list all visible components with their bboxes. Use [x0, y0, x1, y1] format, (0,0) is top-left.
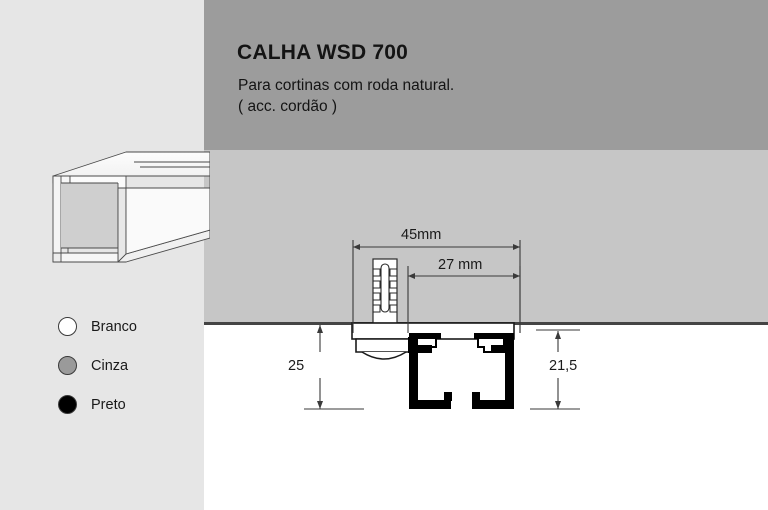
ceiling-line [204, 322, 768, 325]
product-isometric-illustration [52, 151, 210, 263]
color-option-cinza[interactable]: Cinza [58, 346, 198, 385]
dimension-label-25: 25 [288, 358, 305, 374]
dimension-label-21-5: 21,5 [549, 358, 578, 374]
swatch-branco-icon [58, 317, 77, 336]
wall-background [204, 150, 768, 322]
dimension-label-27mm: 27 mm [438, 257, 483, 273]
color-option-cinza-label: Cinza [91, 357, 129, 374]
lower-background [204, 325, 768, 510]
swatch-preto-icon [58, 395, 77, 414]
color-option-branco-label: Branco [91, 318, 137, 335]
product-subtitle-line-2: ( acc. cordão ) [238, 98, 338, 115]
dimension-label-45mm: 45mm [401, 227, 442, 243]
page-title: CALHA WSD 700 [237, 41, 409, 64]
product-subtitle-line-1: Para cortinas com roda natural. [238, 77, 455, 94]
color-options-legend: Branco Cinza Preto [58, 307, 198, 424]
color-option-preto-label: Preto [91, 396, 126, 413]
color-option-preto[interactable]: Preto [58, 385, 198, 424]
color-option-branco[interactable]: Branco [58, 307, 198, 346]
header-band-background [204, 0, 768, 150]
swatch-cinza-icon [58, 356, 77, 375]
